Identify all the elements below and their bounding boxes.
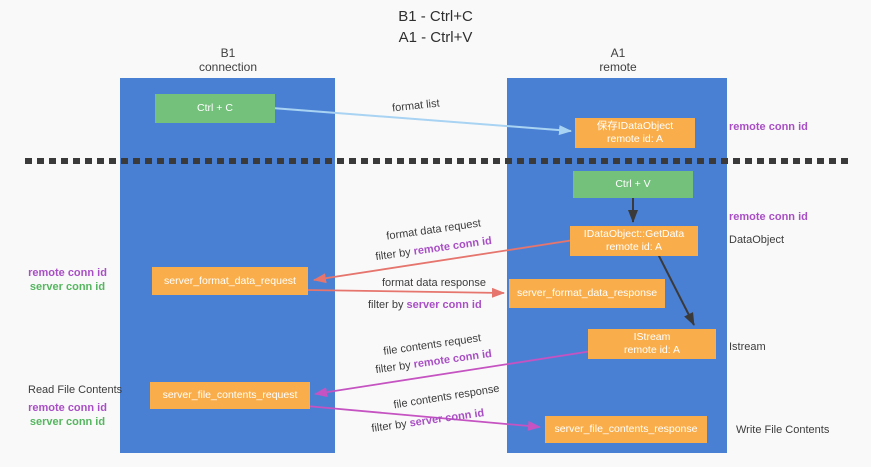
format-response-label: server_format_data_response [516,287,658,299]
filter-by-text: filter by [374,359,412,377]
filter-by-text: filter by [368,299,404,311]
write-file-contents-label: Write File Contents [736,424,830,436]
filter-by-text: filter by [374,246,412,264]
node-istream: IStream remote id: A [588,329,716,359]
save-idataobject-line2: remote id: A [606,133,664,145]
left-server-conn-id-bottom: server conn id [29,416,106,428]
title-line-1: B1 - Ctrl+C [398,8,473,25]
left-conn-id-group-bottom: remote conn id server conn id [20,401,115,429]
dashed-divider [25,158,853,164]
istream-side-label: Istream [729,341,766,353]
ctrl-v-label: Ctrl + V [615,178,651,190]
format-data-response-label: format data response [382,277,486,289]
filter-by-text: filter by [370,418,408,435]
remote-conn-id-text: remote conn id [412,234,493,258]
istream-line1: IStream [633,331,671,343]
node-idataobject-getdata: IDataObject::GetData remote id: A [570,226,698,256]
getdata-line2: remote id: A [605,241,663,253]
left-server-conn-id-top: server conn id [29,281,106,293]
node-server-file-contents-response: server_file_contents_response [545,416,707,443]
node-server-format-data-response: server_format_data_response [509,279,665,308]
title-line-2: A1 - Ctrl+V [398,29,473,46]
right-column-header: A1 remote [558,46,678,74]
read-file-contents-label: Read File Contents [28,384,123,396]
server-conn-id-text: server conn id [406,299,482,311]
right-remote-conn-id-mid: remote conn id [729,211,808,223]
ctrl-c-label: Ctrl + C [197,102,233,114]
node-server-file-contents-request: server_file_contents_request [150,382,310,409]
node-save-idataobject: 保存IDataObject remote id: A [575,118,695,148]
node-ctrl-v: Ctrl + V [573,171,693,198]
format-data-response-arrow [305,287,505,298]
istream-line2: remote id: A [623,344,681,356]
server-conn-id-text: server conn id [408,407,485,430]
right-remote-conn-id-top: remote conn id [729,121,808,133]
file-contents-response-label: file contents response [392,382,501,412]
right-column-role: remote [599,60,637,74]
node-ctrl-c: Ctrl + C [155,94,275,123]
format-list-label: format list [391,97,441,115]
file-response-label: server_file_contents_response [554,423,698,435]
format-request-label: server_format_data_request [164,274,296,287]
left-column-header: B1 connection [168,46,288,74]
file-request-label: server_file_contents_request [162,389,298,401]
left-column-role: connection [198,60,258,74]
left-conn-id-group-top: remote conn id server conn id [20,266,115,294]
dataobject-label: DataObject [729,234,785,246]
save-idataobject-line1: 保存IDataObject [596,120,674,132]
left-remote-conn-id-top: remote conn id [28,267,107,279]
getdata-line1: IDataObject::GetData [583,228,685,240]
left-remote-conn-id-bottom: remote conn id [28,402,107,414]
right-column-name: A1 [610,46,626,60]
diagram-title: B1 - Ctrl+C A1 - Ctrl+V [0,6,871,48]
node-server-format-data-request: server_format_data_request [152,267,308,295]
left-column-name: B1 [220,46,236,60]
filter-by-server-2-label: filter byserver conn id [371,407,485,435]
